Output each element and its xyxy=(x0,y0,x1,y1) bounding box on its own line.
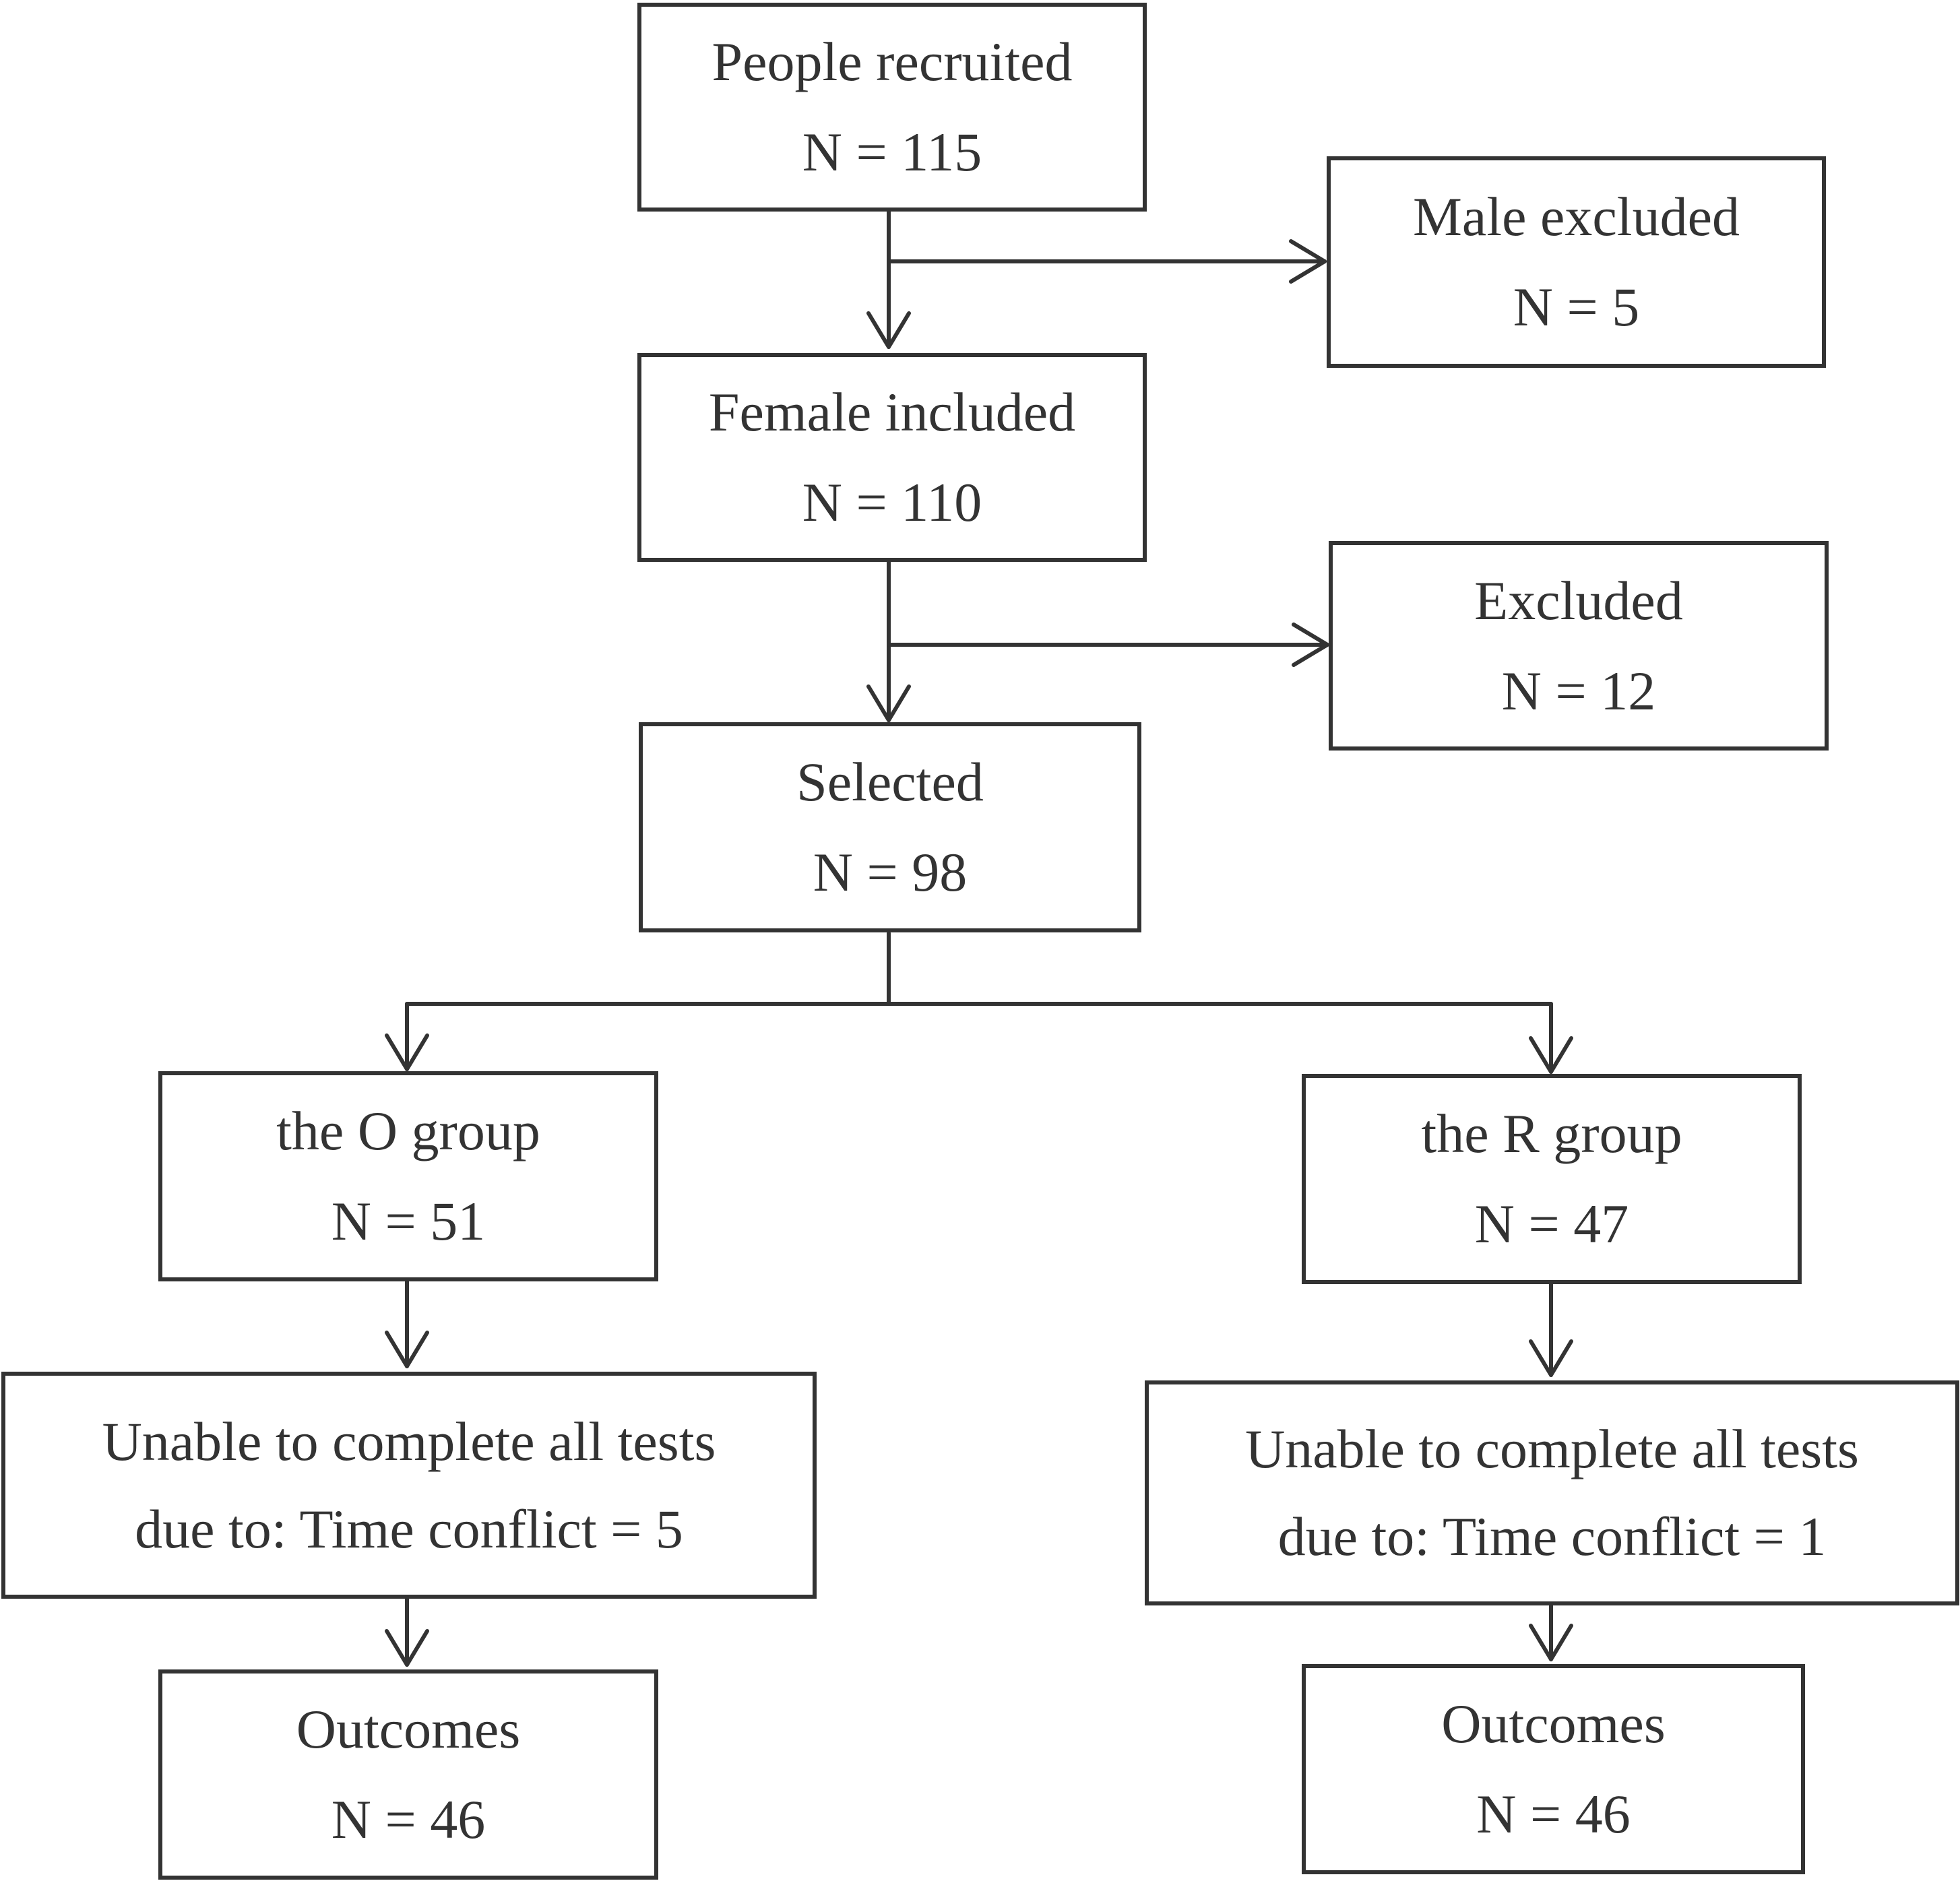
node-title: the O group xyxy=(276,1100,540,1161)
node-count: N = 12 xyxy=(1501,660,1656,722)
node-count: N = 51 xyxy=(331,1190,486,1252)
node-o-group: the O group N = 51 xyxy=(158,1071,658,1281)
node-selected: Selected N = 98 xyxy=(639,722,1141,932)
node-title: People recruited xyxy=(712,31,1073,92)
node-female-included: Female included N = 110 xyxy=(637,353,1147,562)
node-count: N = 115 xyxy=(802,121,982,183)
node-title: the R group xyxy=(1421,1103,1682,1164)
node-line-2: due to: Time conflict = 1 xyxy=(1277,1506,1827,1567)
node-r-group: the R group N = 47 xyxy=(1302,1074,1802,1284)
node-r-unable-to-complete: Unable to complete all tests due to: Tim… xyxy=(1145,1380,1959,1605)
node-count: N = 110 xyxy=(802,472,982,533)
node-people-recruited: People recruited N = 115 xyxy=(637,3,1147,212)
node-excluded: Excluded N = 12 xyxy=(1329,541,1829,751)
arrowhead-r-group xyxy=(1529,1036,1573,1074)
node-title: Outcomes xyxy=(1441,1693,1666,1754)
node-count: N = 47 xyxy=(1474,1193,1629,1254)
node-line-1: Unable to complete all tests xyxy=(1245,1418,1859,1479)
node-count: N = 46 xyxy=(331,1789,486,1850)
node-count: N = 5 xyxy=(1513,276,1640,338)
node-title: Outcomes xyxy=(296,1698,521,1760)
node-title: Selected xyxy=(796,751,984,812)
node-line-2: due to: Time conflict = 5 xyxy=(135,1498,683,1560)
node-line-1: Unable to complete all tests xyxy=(102,1410,716,1472)
arrowhead-o-outcomes xyxy=(385,1629,429,1667)
node-male-excluded: Male excluded N = 5 xyxy=(1327,156,1826,368)
arrowhead-o-unable xyxy=(385,1331,429,1368)
node-title: Female included xyxy=(708,381,1076,443)
node-title: Excluded xyxy=(1474,569,1683,631)
node-count: N = 98 xyxy=(813,841,968,903)
node-count: N = 46 xyxy=(1476,1783,1631,1845)
arrowhead-o-group xyxy=(385,1033,429,1071)
arrowhead-r-unable xyxy=(1529,1339,1573,1377)
arrowhead-selected xyxy=(866,684,911,722)
node-r-outcomes: Outcomes N = 46 xyxy=(1302,1664,1805,1874)
node-o-unable-to-complete: Unable to complete all tests due to: Tim… xyxy=(1,1372,817,1599)
arrowhead-male-excluded xyxy=(1289,239,1327,284)
arrowhead-excluded xyxy=(1292,623,1329,667)
arrowhead-female-included xyxy=(866,311,911,349)
node-title: Male excluded xyxy=(1413,186,1740,247)
arrowhead-r-outcomes xyxy=(1529,1624,1573,1661)
node-o-outcomes: Outcomes N = 46 xyxy=(158,1669,658,1880)
